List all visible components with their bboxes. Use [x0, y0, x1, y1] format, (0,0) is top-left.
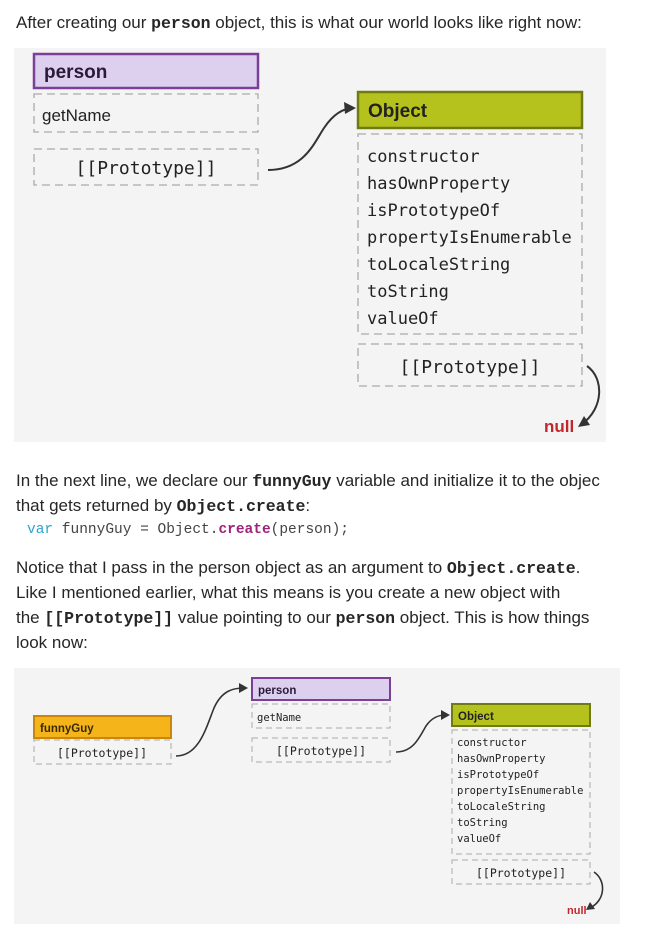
- object-member: constructor: [367, 147, 480, 167]
- arrow-head-null: [578, 416, 590, 427]
- object-box-members: [357, 133, 583, 335]
- person-member-getname: getName: [42, 106, 111, 125]
- object-box-title: Object: [368, 101, 428, 122]
- code-prototype: [[Prototype]]: [44, 609, 174, 628]
- object-2-member: isPrototypeOf: [457, 769, 539, 781]
- diagram-funnyguy-svg: funnyGuy [[Prototype]] person getName [[…: [33, 677, 604, 917]
- object-2-member: constructor: [457, 737, 527, 749]
- funnyguy-box-prototype: [33, 739, 172, 765]
- object-2-member: toString: [457, 817, 508, 829]
- diagram-person-object: person getName [[Prototype]] Object cons…: [14, 48, 606, 442]
- intro-text-pre: After creating our: [16, 13, 152, 32]
- para2-text: :: [305, 496, 311, 515]
- object-member: valueOf: [367, 309, 439, 329]
- person-box-2-members: [251, 703, 391, 729]
- arrow-object2-to-null: [589, 871, 604, 909]
- funnyguy-box-title: funnyGuy: [40, 723, 94, 735]
- code-funnyguy: funnyGuy: [252, 472, 332, 491]
- object-box-2-members: [451, 729, 591, 855]
- arrow-head-person2-object: [441, 710, 450, 720]
- object-box-header: [356, 90, 584, 130]
- object-box-2-title: Object: [458, 711, 494, 723]
- arrow-head-person-object: [344, 102, 356, 114]
- para3-text: .: [575, 558, 581, 577]
- code-keyword-var: var: [27, 522, 54, 538]
- arrow-funnyguy-to-person: [175, 687, 245, 757]
- para3-line3: the [[Prototype]] value pointing to our …: [16, 605, 589, 631]
- para3-text: value pointing to our: [173, 608, 336, 627]
- object-member: toString: [367, 282, 449, 302]
- person-prototype-label: [[Prototype]]: [76, 158, 217, 179]
- person-box-2-prototype: [251, 737, 391, 763]
- code-object-create: Object.create: [446, 559, 576, 578]
- person-box-2-header: [251, 677, 391, 701]
- code-text: funnyGuy = Object.: [53, 522, 219, 538]
- arrow-person2-to-object: [395, 714, 447, 753]
- person-box-2-title: person: [258, 685, 296, 697]
- intro-code-person: person: [151, 14, 211, 33]
- diagram-funnyguy-person-object: funnyGuy [[Prototype]] person getName [[…: [14, 668, 620, 924]
- object-box-2-prototype: [451, 859, 591, 885]
- arrow-person-to-object: [267, 107, 355, 171]
- object-box-prototype: [357, 343, 583, 387]
- para2-line1: In the next line, we declare our funnyGu…: [16, 468, 600, 494]
- para3-line4: look now:: [16, 633, 88, 652]
- para3-text: Notice that I pass in the person object …: [16, 558, 447, 577]
- object-2-member: hasOwnProperty: [457, 753, 546, 765]
- person-box: person getName [[Prototype]]: [32, 52, 260, 186]
- null-label: null: [544, 417, 574, 436]
- object-2-member: toLocaleString: [457, 801, 546, 813]
- code-text: (person);: [270, 522, 349, 538]
- para2-text: that gets returned by: [16, 496, 177, 515]
- diagram-person-object-svg: person getName [[Prototype]] Object cons…: [32, 52, 601, 436]
- object-box-2-header: [451, 703, 591, 727]
- para3-text: object. This is how things: [395, 608, 590, 627]
- object-2-member: valueOf: [457, 833, 501, 845]
- code-object-create: Object.create: [176, 497, 306, 516]
- null-label-2: null: [567, 905, 587, 917]
- person-2-prototype-label: [[Prototype]]: [276, 744, 366, 758]
- object-member: isPrototypeOf: [367, 201, 500, 221]
- person-box-2: person getName [[Prototype]]: [251, 677, 391, 763]
- code-person: person: [335, 609, 396, 628]
- funnyguy-box-header: [33, 715, 172, 739]
- object-2-member: propertyIsEnumerable: [457, 785, 583, 797]
- intro-text-post: object, this is what our world looks lik…: [210, 13, 582, 32]
- object-box: Object constructor hasOwnProperty isProt…: [356, 90, 584, 387]
- para3-line2: Like I mentioned earlier, what this mean…: [16, 583, 561, 602]
- funnyguy-box: funnyGuy [[Prototype]]: [33, 715, 172, 765]
- object-member: propertyIsEnumerable: [367, 228, 572, 248]
- funnyguy-prototype-label: [[Prototype]]: [57, 746, 147, 760]
- code-fn-create: create: [218, 522, 271, 538]
- object-box-2: Object constructor hasOwnProperty isProt…: [451, 703, 591, 885]
- arrow-head-funnyguy-person: [239, 683, 248, 693]
- para2-text: In the next line, we declare our: [16, 471, 253, 490]
- person-box-prototype: [33, 148, 259, 186]
- intro-paragraph: After creating our person object, this i…: [16, 10, 582, 36]
- object-member: hasOwnProperty: [367, 174, 510, 194]
- object-2-prototype-label: [[Prototype]]: [476, 866, 566, 880]
- person-2-member-getname: getName: [257, 712, 301, 724]
- para3-text: the: [16, 608, 45, 627]
- para2-text: variable and initialize it to the objec: [331, 471, 600, 490]
- code-snippet: var funnyGuy = Object.create(person);: [27, 522, 349, 538]
- para3-line1: Notice that I pass in the person object …: [16, 555, 580, 581]
- person-box-title: person: [44, 62, 107, 83]
- person-box-members: [33, 93, 259, 133]
- arrow-head-null-2: [586, 902, 595, 910]
- person-box-header: [32, 52, 260, 90]
- object-prototype-label: [[Prototype]]: [400, 357, 541, 378]
- arrow-object-to-null: [581, 365, 601, 425]
- para2-line2: that gets returned by Object.create:: [16, 493, 310, 519]
- object-member: toLocaleString: [367, 255, 510, 275]
